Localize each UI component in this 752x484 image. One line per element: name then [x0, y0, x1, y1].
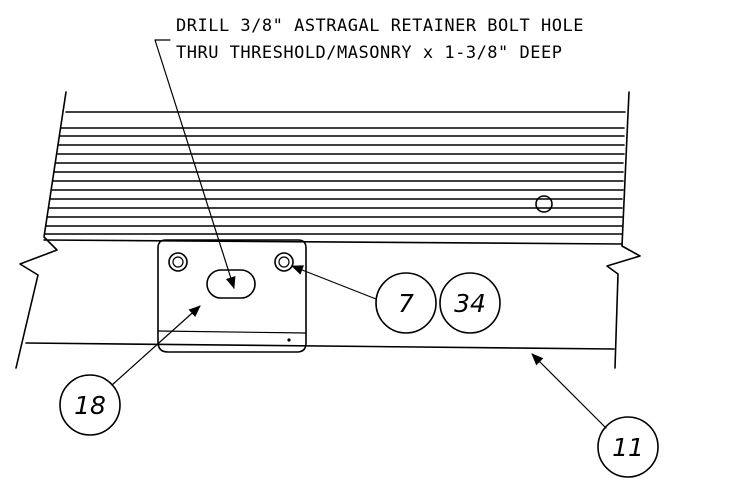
callout-11-label: 11: [612, 433, 644, 462]
threshold-face: [25, 239, 623, 350]
threshold-grooves: [44, 111, 626, 235]
callout-11-leader: [531, 353, 607, 429]
screw-left: [168, 252, 188, 272]
retainer-plate: [157, 239, 307, 353]
callout-7: 7: [375, 272, 437, 334]
threshold-hole: [535, 195, 553, 213]
drill-note-line-1: DRILL 3/8" ASTRAGAL RETAINER BOLT HOLE: [176, 16, 584, 36]
callout-18: 18: [59, 374, 121, 436]
callout-7-leader: [291, 265, 377, 300]
drill-note-leader: [154, 39, 236, 289]
callout-34-label: 34: [454, 289, 486, 318]
callout-18-label: 18: [74, 391, 106, 420]
callout-7-label: 7: [398, 289, 414, 318]
drill-note-line-2: THRU THRESHOLD/MASONRY x 1-3/8" DEEP: [176, 43, 562, 63]
callout-34: 34: [439, 272, 501, 334]
callout-11: 11: [597, 416, 659, 478]
callout-18-leader: [111, 305, 201, 386]
screw-right: [274, 252, 294, 272]
bolt-slot: [206, 269, 256, 299]
left-frame-edge: [15, 91, 67, 369]
right-frame-edge: [606, 91, 641, 369]
